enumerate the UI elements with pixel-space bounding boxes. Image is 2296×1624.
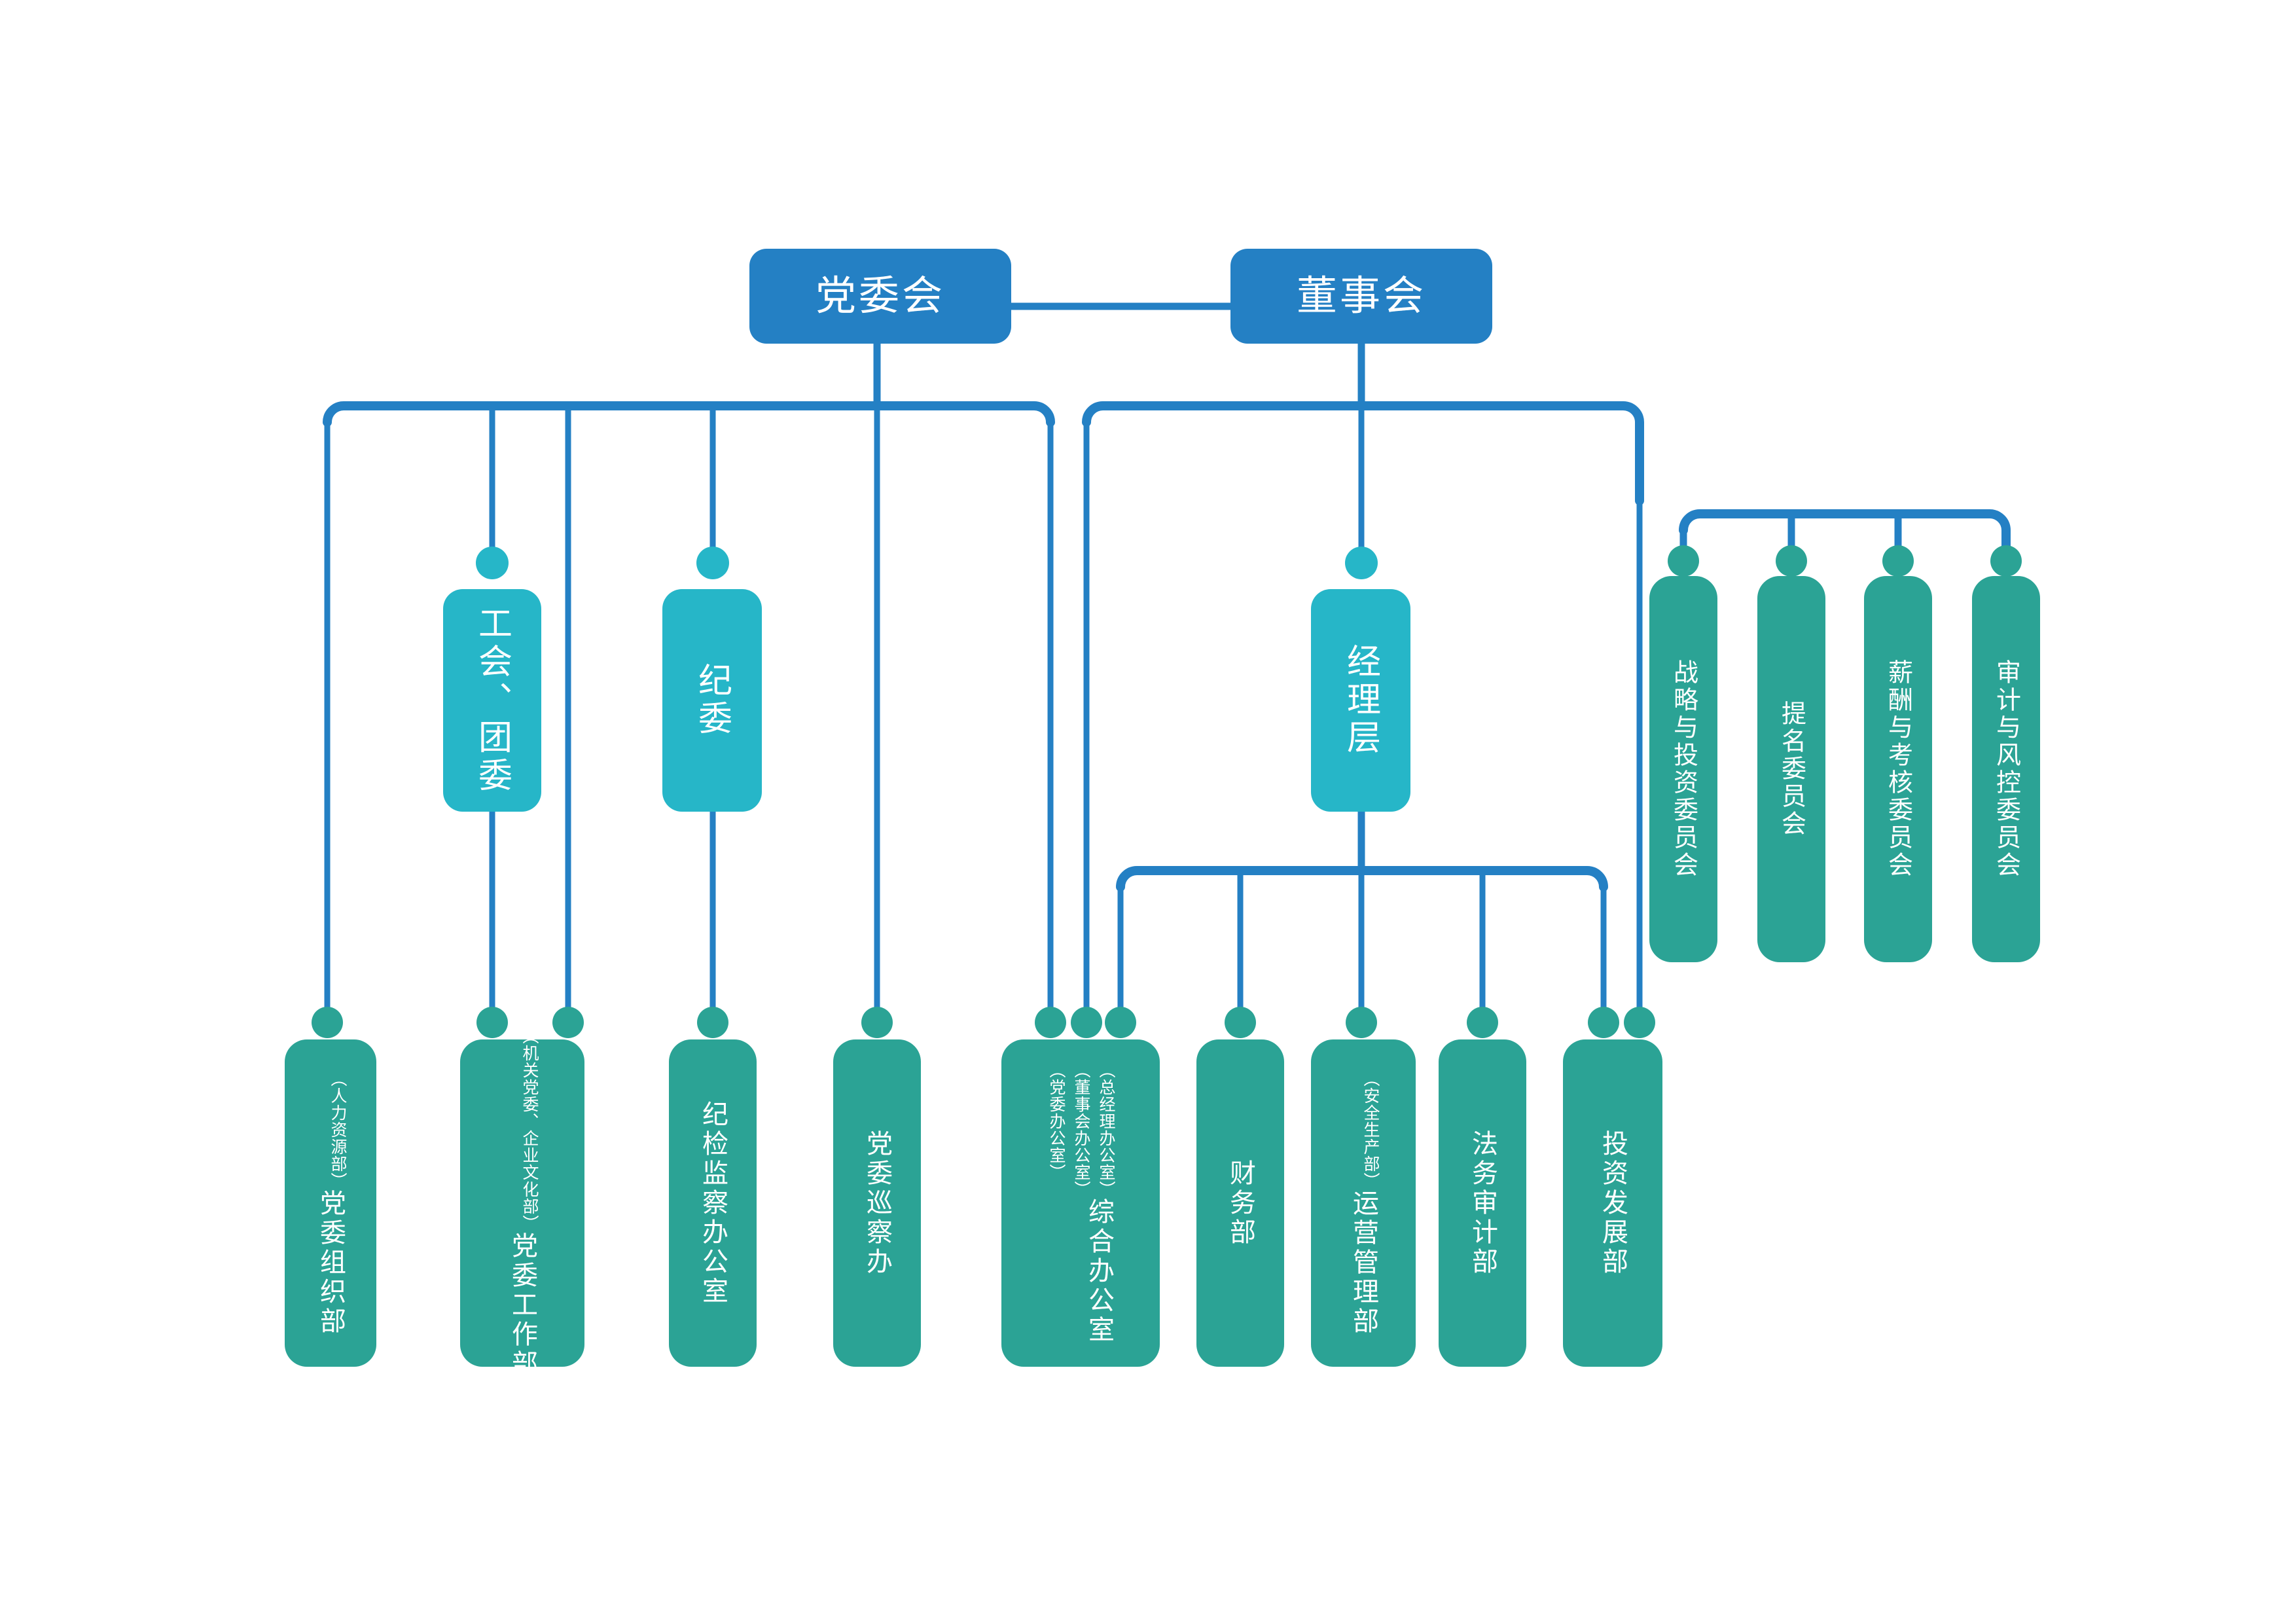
node-discipline-committee[interactable]: 纪委 [662,589,762,812]
connector-dot-dept-7 [1467,1007,1498,1038]
connector-dot-dept-4b [1071,1007,1102,1038]
node-dept-legal-audit[interactable]: 法务审计部 [1439,1039,1526,1367]
node-committee-strategy-investment-label: 战略与投资委员会 [1669,659,1697,879]
connector-dot-committee-1 [1776,545,1807,577]
node-dept-party-organization-content: 党委组织部 （人力资源部） [312,1039,350,1367]
connector-dot-dept-8a [1588,1007,1619,1038]
connector-dot-dept-4c [1105,1007,1136,1038]
connector-dot-committee-3 [1990,545,2022,577]
node-committee-strategy-investment[interactable]: 战略与投资委员会 [1649,576,1717,962]
connector-dot-dept-2 [697,1007,728,1038]
node-dept-finance-label: 财务部 [1226,1159,1255,1248]
node-dept-general-office[interactable]: 综合办公室 （总经理办公室） （董事会办公室） （党委办公室） [1001,1039,1160,1367]
node-dept-investment-development[interactable]: 投资发展部 [1563,1039,1662,1367]
node-dept-discipline-inspection-office[interactable]: 纪检监察办公室 [669,1039,757,1367]
node-dept-party-inspection-office-label: 党委巡察办 [863,1129,891,1277]
node-discipline-committee-label: 纪委 [692,662,731,738]
node-dept-general-office-sub-2: （党委办公室） [1047,1061,1066,1181]
node-dept-legal-audit-label: 法务审计部 [1468,1129,1497,1277]
connector-dot-dept-1b [552,1007,584,1038]
node-management-level[interactable]: 经理层 [1311,589,1410,812]
node-dept-party-work-label: 党委工作部 [508,1231,537,1379]
node-party-committee-label: 党委会 [815,273,945,319]
node-dept-party-work-sub-0: （机关党委、企业文化部） [520,1027,539,1232]
node-dept-legal-audit-content: 法务审计部 [1463,1039,1501,1367]
node-dept-finance-content: 财务部 [1221,1039,1259,1367]
node-dept-party-work-content: 党委工作部 （机关党委、企业文化部） [503,1028,541,1379]
node-dept-discipline-inspection-office-content: 纪检监察办公室 [694,1039,732,1367]
node-dept-operations-management-label: 运营管理部 [1349,1189,1378,1337]
node-management-level-label: 经理层 [1341,643,1380,757]
node-committee-nomination-label: 提名委员会 [1777,700,1805,838]
node-committee-audit-risk[interactable]: 审计与风控委员会 [1972,576,2040,962]
node-dept-general-office-content: 综合办公室 （总经理办公室） （董事会办公室） （党委办公室） [1043,1039,1118,1367]
node-committee-compensation-appraisal[interactable]: 薪酬与考核委员会 [1864,576,1932,962]
node-dept-party-inspection-office-content: 党委巡察办 [858,1039,896,1367]
node-committee-audit-risk-label: 审计与风控委员会 [1992,659,2020,879]
node-dept-finance[interactable]: 财务部 [1196,1039,1284,1367]
node-dept-general-office-sub-1: （董事会办公室） [1072,1061,1090,1198]
connector-dot-committee-0 [1668,545,1699,577]
node-dept-operations-management-content: 运营管理部 （安全生产部） [1344,1039,1382,1367]
node-board-of-directors-label: 董事会 [1296,273,1426,319]
connector-dot-discipline [696,547,729,579]
connector-dot-management [1345,547,1378,579]
node-dept-operations-management[interactable]: 运营管理部 （安全生产部） [1311,1039,1416,1367]
node-dept-general-office-sub-0: （总经理办公室） [1097,1061,1115,1198]
connector-dot-union [476,547,509,579]
node-dept-party-work[interactable]: 党委工作部 （机关党委、企业文化部） [460,1028,584,1379]
connector-dot-dept-5 [1225,1007,1256,1038]
connector-dot-dept-3 [861,1007,893,1038]
connector-dot-dept-4a [1035,1007,1066,1038]
wire-management-bus [1116,866,1608,892]
node-dept-discipline-inspection-office-label: 纪检监察办公室 [698,1100,727,1307]
node-union-youth-league-label: 工会、团委 [473,605,511,795]
node-committee-compensation-appraisal-label: 薪酬与考核委员会 [1884,659,1912,879]
node-committee-nomination[interactable]: 提名委员会 [1757,576,1825,962]
node-dept-operations-management-sub-0: （安全生产部） [1361,1070,1380,1189]
node-party-committee[interactable]: 党委会 [749,249,1011,344]
wire-committee-bus [1679,509,2011,554]
node-dept-party-organization[interactable]: 党委组织部 （人力资源部） [285,1039,376,1367]
node-dept-investment-development-content: 投资发展部 [1594,1039,1632,1367]
node-dept-general-office-label: 综合办公室 [1085,1197,1113,1345]
wire-right-bus [1082,401,1644,505]
node-dept-general-office-sublines: （总经理办公室） （董事会办公室） （党委办公室） [1043,1062,1118,1198]
node-union-youth-league[interactable]: 工会、团委 [443,589,541,812]
node-dept-party-inspection-office[interactable]: 党委巡察办 [833,1039,921,1367]
node-board-of-directors[interactable]: 董事会 [1230,249,1492,344]
node-dept-operations-management-sublines: （安全生产部） [1357,1070,1382,1189]
node-dept-party-organization-label: 党委组织部 [316,1189,345,1337]
node-dept-party-work-sublines: （机关党委、企业文化部） [516,1028,541,1232]
connector-dot-dept-6 [1346,1007,1377,1038]
connector-dot-committee-2 [1882,545,1914,577]
wire-left-bus [323,401,1055,427]
node-dept-party-organization-sub-0: （人力资源部） [329,1070,347,1189]
connector-dot-dept-8b [1624,1007,1655,1038]
connector-dot-dept-0 [312,1007,343,1038]
node-dept-party-organization-sublines: （人力资源部） [325,1070,350,1189]
connector-dot-dept-1a [476,1007,508,1038]
node-dept-investment-development-label: 投资发展部 [1598,1129,1627,1277]
